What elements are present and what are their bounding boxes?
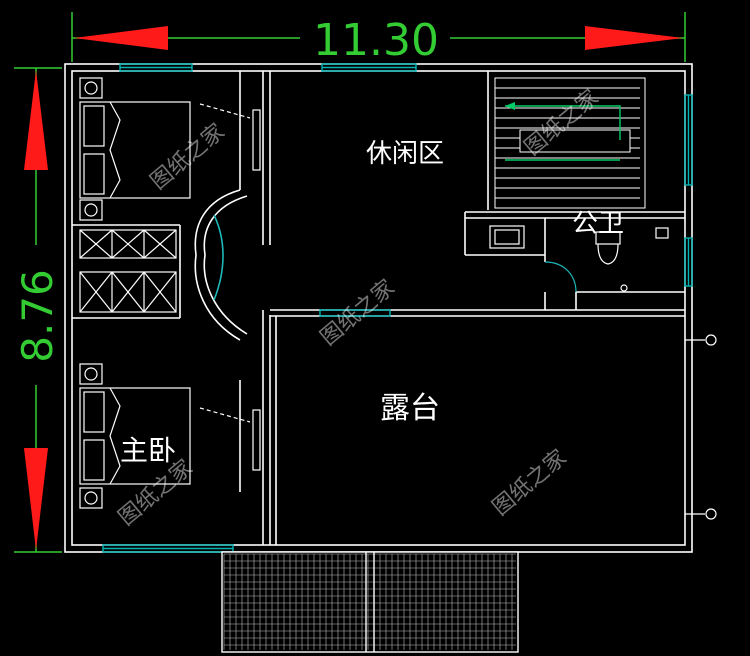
- bath-sink-basin: [494, 229, 520, 245]
- bathroom-fixtures: [489, 225, 669, 293]
- canopy-tiles: [223, 553, 516, 650]
- floor-drain: [655, 227, 669, 239]
- bed-top-frame: [79, 101, 191, 199]
- tiled-canopy: [221, 551, 519, 653]
- bed-bottom: [79, 363, 191, 509]
- room-label-leisure: 休闲区: [366, 139, 444, 169]
- width-arrow-right: [585, 26, 683, 50]
- lamp-bottom-1-icon: [84, 367, 98, 381]
- staircase: [494, 77, 646, 209]
- width-arrow-left: [74, 26, 168, 50]
- shower-drain-icon: [620, 284, 628, 292]
- bed-bottom-pillow-1: [83, 391, 105, 433]
- width-label-backdrop: [300, 18, 450, 60]
- hall-door-swing: [213, 214, 224, 301]
- room-label-master-bedroom: 主卧: [120, 434, 176, 467]
- bath-sink-cabinet: [489, 225, 525, 249]
- bed-top-pillow-2: [83, 153, 105, 195]
- wardrobe-bottom: [252, 409, 261, 471]
- watermark-5: 图纸之家: [488, 445, 571, 521]
- lamp-bottom-2-icon: [84, 491, 98, 505]
- bath-door-swing: [544, 261, 577, 293]
- stair-up-arrow-icon: [505, 102, 515, 110]
- bed-bottom-blanket: [109, 387, 121, 485]
- windows: [102, 63, 693, 553]
- nightstand-bottom-2: [79, 487, 103, 509]
- room-label-bathroom: 公卫: [572, 209, 624, 239]
- bed-bottom-frame: [79, 387, 191, 485]
- closet-upper: [79, 229, 177, 259]
- railings: [685, 334, 717, 520]
- window-terrace-door: [319, 309, 391, 317]
- toilet-bowl-icon: [597, 243, 619, 265]
- stair-direction-line: [505, 105, 621, 161]
- curved-wall-inner: [203, 195, 248, 335]
- canopy-frame: [221, 551, 519, 653]
- height-label: 8.76: [13, 269, 62, 363]
- rail-lower-post: [705, 508, 717, 520]
- wardrobe-top: [252, 109, 261, 171]
- height-arrow-bottom: [24, 448, 48, 550]
- stair-landing: [519, 129, 631, 153]
- bed-top-blanket: [109, 101, 121, 199]
- nightstand-top-2: [79, 199, 103, 221]
- lamp-top-1-icon: [84, 81, 98, 95]
- height-arrow-top: [24, 70, 48, 170]
- door-swing-top: [199, 103, 251, 119]
- toilet-tank: [595, 231, 621, 245]
- height-label-backdrop: [12, 245, 60, 385]
- watermark-1: 图纸之家: [146, 119, 229, 195]
- nightstand-bottom-1: [79, 363, 103, 385]
- width-dimension: 11.30: [71, 12, 686, 66]
- width-label: 11.30: [313, 15, 439, 66]
- closet-lower-cross: [79, 271, 177, 313]
- stair-outline: [494, 77, 646, 209]
- room-label-terrace: 露台: [380, 391, 440, 426]
- closet-lower: [79, 271, 177, 313]
- lamp-top-2-icon: [84, 203, 98, 217]
- bed-top: [79, 77, 191, 221]
- hall-curved-wall: [194, 189, 248, 341]
- watermark-3: 图纸之家: [316, 275, 399, 351]
- height-dimension: 8.76: [12, 67, 62, 553]
- curved-wall-outer: [194, 189, 241, 341]
- door-swing-bottom: [199, 407, 251, 423]
- wardrobes: [199, 103, 261, 471]
- closet-upper-cross: [79, 229, 177, 259]
- rail-upper-post: [705, 334, 717, 346]
- closets: [79, 229, 177, 313]
- bed-bottom-pillow-2: [83, 439, 105, 481]
- nightstand-top-1: [79, 77, 103, 99]
- bed-top-pillow-1: [83, 105, 105, 147]
